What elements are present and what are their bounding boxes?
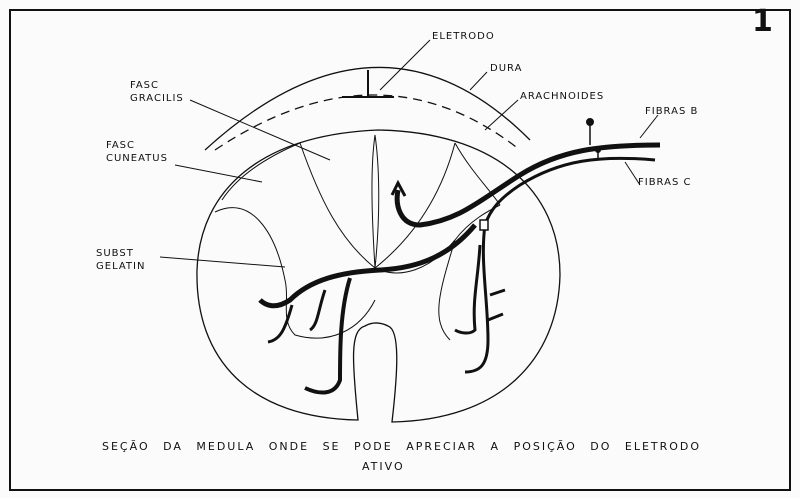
caption-line-2: ATIVO (362, 460, 405, 473)
label-arachnoides: ARACHNOIDES (520, 91, 605, 102)
frame (9, 9, 791, 491)
label-line: FASC (130, 80, 160, 91)
label-line: SUBST (96, 248, 134, 259)
label-fibras-c: FIBRAS C (638, 177, 692, 188)
caption-line-1: SEÇÃO DA MEDULA ONDE SE PODE APRECIAR A … (102, 440, 702, 453)
figure-number: 1 (752, 4, 773, 39)
label-line: FASC (106, 140, 136, 151)
label-line: GELATIN (96, 261, 146, 272)
cord-outline (196, 129, 561, 423)
fibras-b-path (394, 142, 661, 228)
label-fasc-gracilis: FASC GRACILIS (130, 79, 184, 105)
label-dura: DURA (490, 63, 523, 74)
synapse-box (479, 219, 489, 231)
label-line: CUNEATUS (106, 153, 168, 164)
electrode (342, 70, 394, 98)
label-fibras-b: FIBRAS B (645, 106, 699, 117)
label-fasc-cuneatus: FASC CUNEATUS (106, 139, 168, 165)
arachnoid-arc (214, 94, 521, 151)
label-eletrodo: ELETRODO (432, 31, 495, 42)
label-subst-gelatin: SUBST GELATIN (96, 247, 145, 273)
dura-arc (204, 66, 531, 151)
label-line: GRACILIS (130, 93, 184, 104)
